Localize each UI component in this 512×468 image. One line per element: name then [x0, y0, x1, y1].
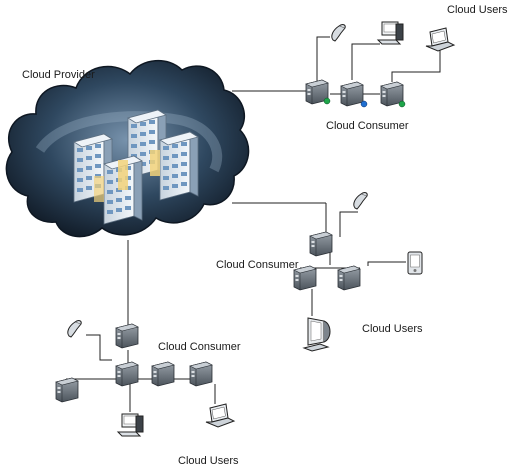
network-server-icon [337, 265, 361, 291]
phone-icon [353, 192, 368, 210]
laptop-icon [205, 403, 235, 428]
network-server-icon [55, 377, 79, 403]
label-users-top: Cloud Users [447, 4, 508, 16]
label-consumer-mid: Cloud Consumer [216, 259, 299, 271]
link-mid-phone [339, 211, 358, 237]
link-mid-pda [367, 261, 406, 266]
label-cloud-provider: Cloud Provider [22, 69, 95, 81]
datacenter-server-icon [73, 109, 199, 225]
desktop-pc-icon [377, 21, 404, 45]
crt-monitor-icon [303, 317, 331, 352]
laptop-icon [425, 27, 455, 52]
link-bottom-phone [86, 334, 112, 361]
phone-icon [331, 24, 346, 42]
link-top-laptop [391, 48, 441, 82]
label-users-bottom: Cloud Users [178, 455, 239, 467]
desktop-pc-icon [117, 413, 144, 437]
label-consumer-bottom: Cloud Consumer [158, 341, 241, 353]
top-consumer-cluster [305, 21, 455, 108]
network-server-icon [189, 361, 213, 387]
label-users-mid: Cloud Users [362, 323, 423, 335]
link-top-phone [316, 36, 330, 86]
phone-icon [67, 320, 82, 338]
label-consumer-top: Cloud Consumer [326, 120, 409, 132]
network-server-icon [115, 323, 139, 349]
network-server-icon [115, 361, 139, 387]
network-server-icon [309, 231, 333, 257]
network-server-icon [151, 361, 175, 387]
bottom-consumer-cluster [55, 320, 235, 437]
pda-icon [407, 251, 423, 275]
link-top-desktop [351, 43, 380, 80]
network-server-icon [340, 81, 364, 107]
